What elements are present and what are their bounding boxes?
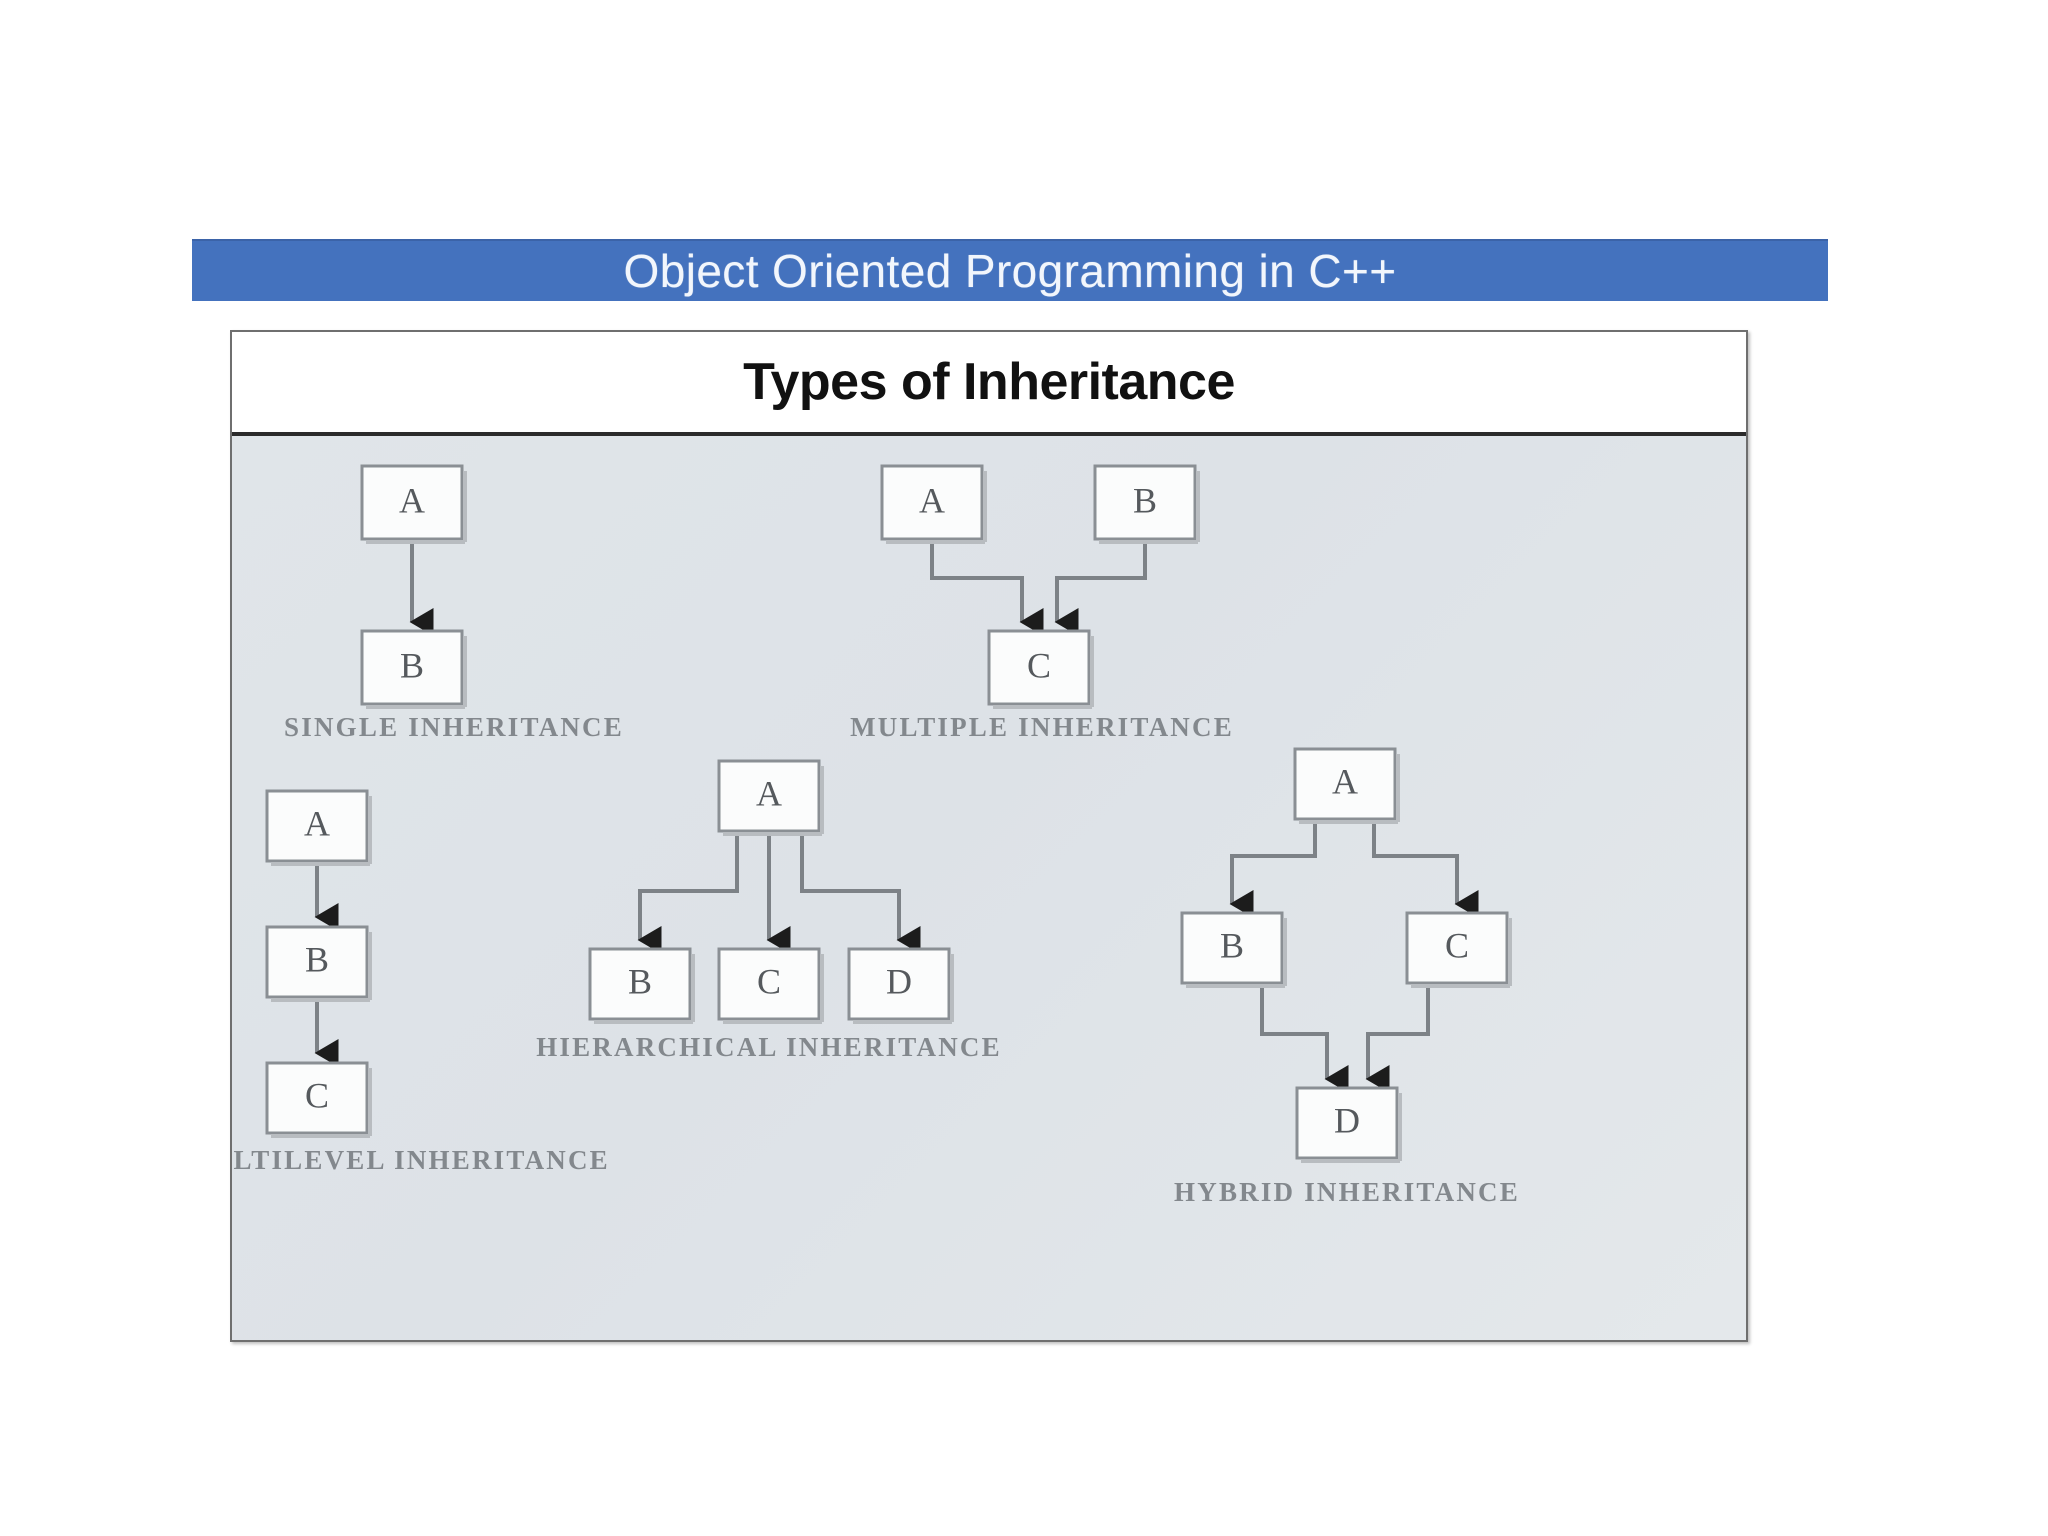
node-box: [717, 947, 821, 1021]
node-label: D: [886, 961, 912, 1001]
inheritance-diagrams-svg: A B SINGLE INHERITANCE: [232, 464, 1520, 1207]
diagram-single-inheritance: A B SINGLE INHERITANCE: [284, 464, 624, 742]
node-label: C: [305, 1075, 329, 1115]
node-c: C: [717, 947, 824, 1024]
diagram-multiple-inheritance: A B C MULTIPLE INHERITANCE: [850, 464, 1234, 742]
node-box: [847, 947, 951, 1021]
node-label: A: [919, 480, 945, 520]
edge-a-to-b: [637, 834, 739, 954]
node-label: C: [1445, 925, 1469, 965]
caption-hierarchical-inheritance: HIERARCHICAL INHERITANCE: [536, 1032, 1002, 1062]
diagram-hierarchical-inheritance: A B C D: [536, 759, 1002, 1062]
node-c: C: [987, 629, 1094, 709]
node-box: [265, 1061, 369, 1135]
node-label: A: [304, 803, 330, 843]
node-box: [880, 464, 984, 541]
node-a: A: [265, 789, 372, 866]
node-d: D: [847, 947, 954, 1024]
node-box: [987, 629, 1091, 706]
node-a: A: [717, 759, 824, 836]
node-box: [588, 947, 692, 1021]
edge-a-to-d: [800, 834, 921, 954]
diagram-area: A B SINGLE INHERITANCE: [232, 436, 1746, 1340]
node-label: A: [399, 480, 425, 520]
diagram-multilevel-inheritance: A B C MULTILEVEL INHERITANCE: [232, 789, 610, 1175]
caption-single-inheritance: SINGLE INHERITANCE: [284, 712, 624, 742]
node-box: [1293, 747, 1397, 821]
edge-a-to-b: [1229, 822, 1317, 918]
edge-a-to-c: [930, 539, 1044, 636]
node-c: C: [1405, 911, 1512, 988]
node-b: B: [1180, 911, 1287, 988]
node-label: B: [400, 645, 424, 685]
node-label: B: [305, 939, 329, 979]
node-box: [1180, 911, 1284, 985]
node-box: [360, 629, 464, 706]
node-label: B: [1220, 925, 1244, 965]
node-b: B: [588, 947, 695, 1024]
node-box: [1093, 464, 1197, 541]
node-box: [265, 789, 369, 863]
node-label: C: [757, 961, 781, 1001]
node-box: [1405, 911, 1509, 985]
node-label: A: [1332, 761, 1358, 801]
slide-title-text: Object Oriented Programming in C++: [623, 245, 1397, 297]
edge-c-to-d: [1365, 986, 1430, 1093]
caption-multiple-inheritance: MULTIPLE INHERITANCE: [850, 712, 1234, 742]
panel-header: Types of Inheritance: [232, 332, 1746, 436]
node-box: [1295, 1086, 1399, 1160]
caption-multilevel-inheritance: MULTILEVEL INHERITANCE: [232, 1145, 610, 1175]
diagram-hybrid-inheritance: A B C D: [1174, 747, 1520, 1207]
node-label: B: [628, 961, 652, 1001]
edge-b-to-c: [1054, 539, 1147, 636]
caption-hybrid-inheritance: HYBRID INHERITANCE: [1174, 1177, 1520, 1207]
node-label: A: [756, 773, 782, 813]
page-title: Types of Inheritance: [743, 353, 1235, 411]
node-b: B: [265, 925, 372, 1002]
node-a: A: [1293, 747, 1400, 824]
edge-a-to-c: [1372, 822, 1479, 918]
node-a: A: [880, 464, 987, 544]
edge-b-to-d: [1260, 986, 1349, 1093]
node-box: [717, 759, 821, 833]
node-box: [265, 925, 369, 999]
content-panel: Types of Inheritance A: [230, 330, 1748, 1342]
node-label: C: [1027, 645, 1051, 685]
node-b: B: [360, 629, 467, 709]
node-a: A: [360, 464, 467, 544]
node-c: C: [265, 1061, 372, 1138]
node-b: B: [1093, 464, 1200, 544]
node-box: [360, 464, 464, 541]
node-d: D: [1295, 1086, 1402, 1163]
node-label: B: [1133, 480, 1157, 520]
slide-title-banner: Object Oriented Programming in C++: [192, 239, 1828, 301]
node-label: D: [1334, 1100, 1360, 1140]
